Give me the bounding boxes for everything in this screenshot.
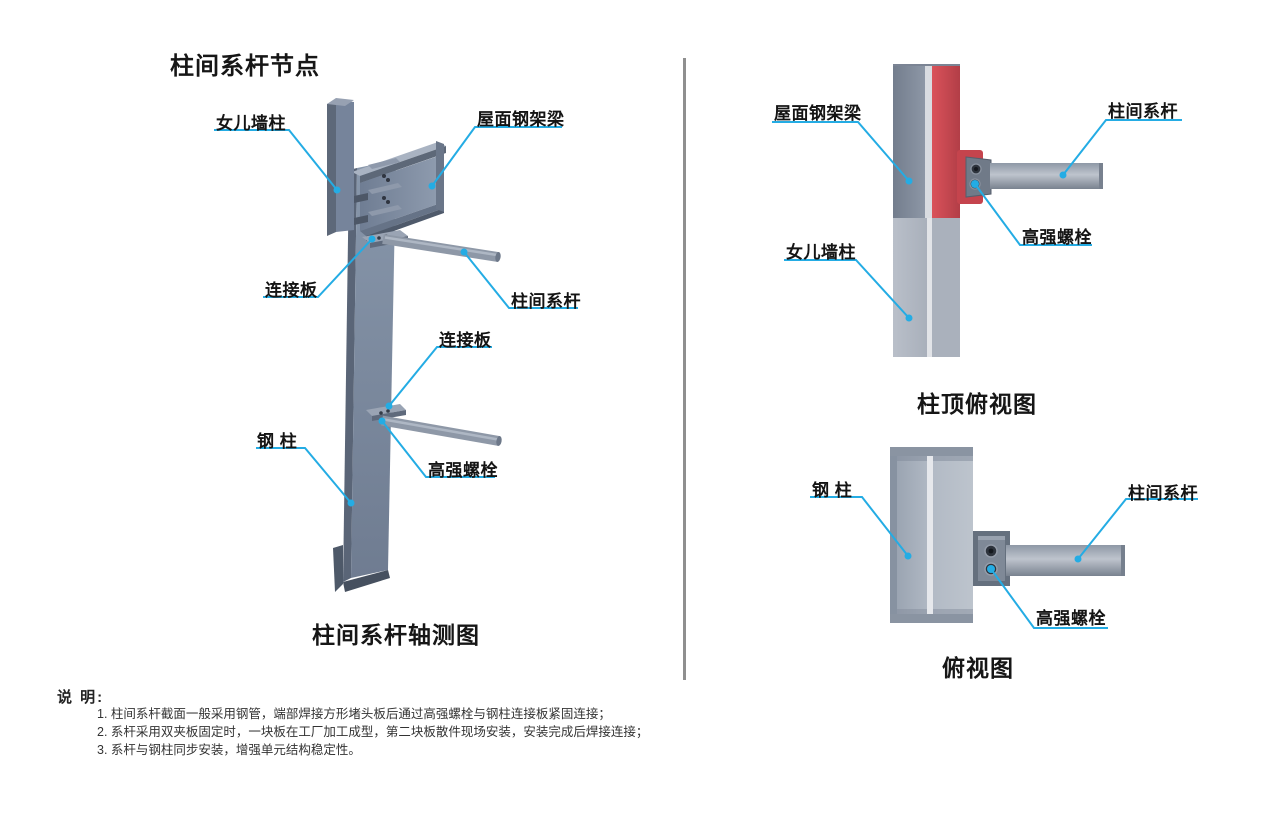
plan-view-tie-rod-shape	[1006, 545, 1125, 576]
callout-label-parapet-column: 女儿墙柱	[216, 114, 286, 133]
callout-label-tie-rod-top-view: 柱间系杆	[1108, 102, 1178, 121]
top-view-tie-rod-shape	[990, 163, 1103, 189]
top-view-column-shape	[893, 64, 960, 357]
tie-rod-lower-shape	[381, 415, 502, 446]
stiffener-fins-shape	[368, 158, 402, 216]
leader-lines-bottom-right	[810, 496, 1198, 629]
callout-label-steel-column: 钢 柱	[257, 432, 298, 451]
page-title: 柱间系杆节点	[170, 53, 320, 80]
callout-label-tie-rod: 柱间系杆	[511, 292, 581, 311]
note-line-3: 3. 系杆与钢柱同步安装，增强单元结构稳定性。	[97, 743, 361, 757]
leader-lines-top-right	[772, 119, 1182, 322]
notes-heading: 说 明:	[57, 689, 105, 706]
left-view-caption: 柱间系杆轴测图	[312, 622, 480, 648]
callout-label-tie-rod-plan-view: 柱间系杆	[1128, 484, 1198, 503]
steel-column-shape	[333, 160, 396, 592]
section-divider	[683, 58, 686, 680]
parapet-column-shape	[327, 98, 368, 236]
roof-beam-shape	[352, 141, 446, 241]
callout-label-steel-column-plan-view: 钢 柱	[812, 481, 853, 500]
bottom-right-view-caption: 俯视图	[942, 655, 1014, 681]
callout-label-roof-beam: 屋面钢架梁	[477, 110, 565, 129]
plan-view-column-shape	[890, 447, 973, 623]
plan-view-plate-shape	[973, 531, 1010, 586]
callout-label-bolt: 高强螺栓	[428, 461, 498, 480]
note-line-1: 1. 柱间系杆截面一般采用钢管，端部焊接方形堵头板后通过高强螺栓与钢柱连接板紧固…	[97, 707, 611, 721]
callout-label-plate-upper: 连接板	[265, 281, 318, 300]
leader-lines-left	[214, 126, 578, 507]
top-right-view-caption: 柱顶俯视图	[917, 391, 1037, 417]
callout-label-bolt-top-view: 高强螺栓	[1022, 228, 1092, 247]
note-line-2: 2. 系杆采用双夹板固定时，一块板在工厂加工成型，第二块板散件现场安装，安装完成…	[97, 725, 649, 739]
callout-label-parapet-top-view: 女儿墙柱	[786, 243, 856, 262]
callout-label-plate-lower: 连接板	[439, 331, 492, 350]
callout-label-bolt-plan-view: 高强螺栓	[1036, 609, 1106, 628]
callout-label-roof-beam-top-view: 屋面钢架梁	[774, 104, 862, 123]
tie-rod-upper-shape	[382, 234, 501, 262]
top-view-plate-shape	[957, 150, 992, 204]
